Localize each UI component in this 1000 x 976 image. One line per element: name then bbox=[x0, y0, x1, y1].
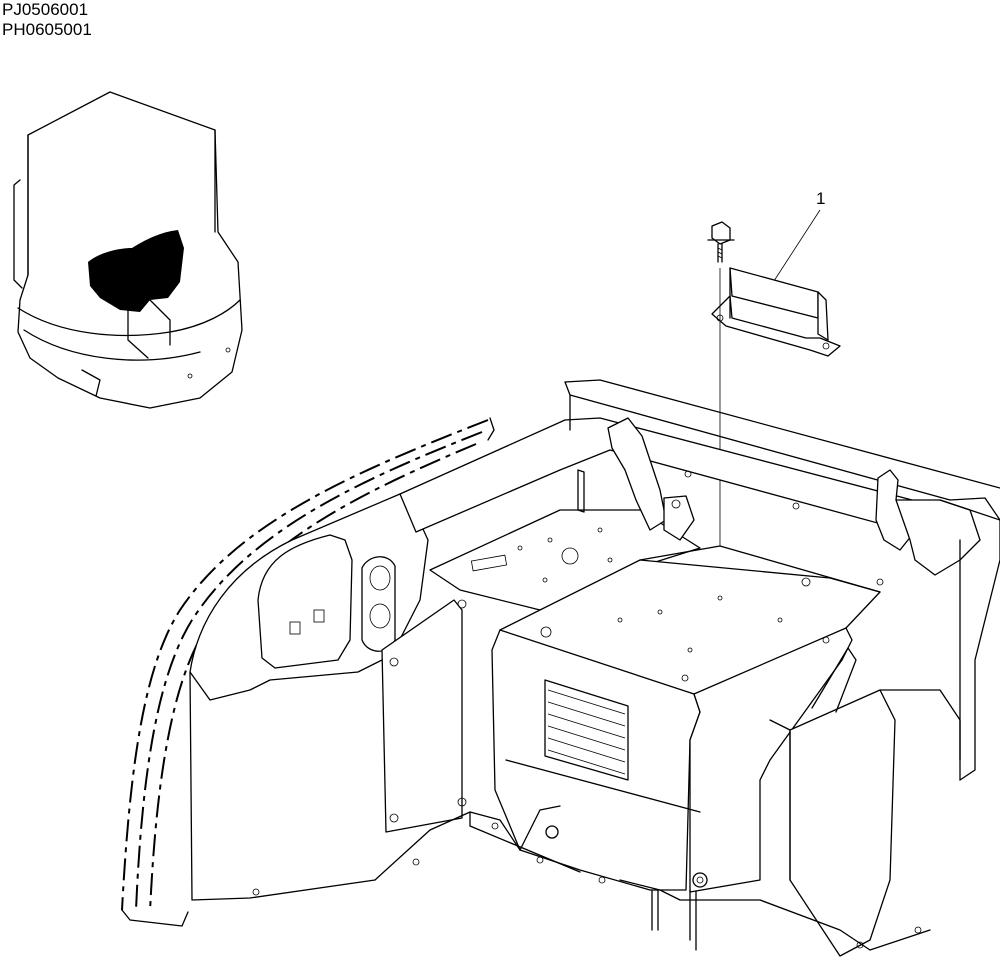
bolt bbox=[707, 221, 735, 263]
vent-grille bbox=[544, 679, 629, 781]
drawing-code-1: PJ0506001 bbox=[2, 0, 89, 19]
highlight-area bbox=[88, 230, 184, 312]
callout-label-1: 1 bbox=[816, 189, 825, 208]
machine-frame bbox=[121, 379, 1000, 957]
callout-1: 1 bbox=[771, 189, 825, 285]
bracket-part bbox=[711, 267, 841, 357]
machine-locator-thumbnail bbox=[13, 91, 243, 409]
drawing-code-2: PH0605001 bbox=[2, 20, 92, 39]
